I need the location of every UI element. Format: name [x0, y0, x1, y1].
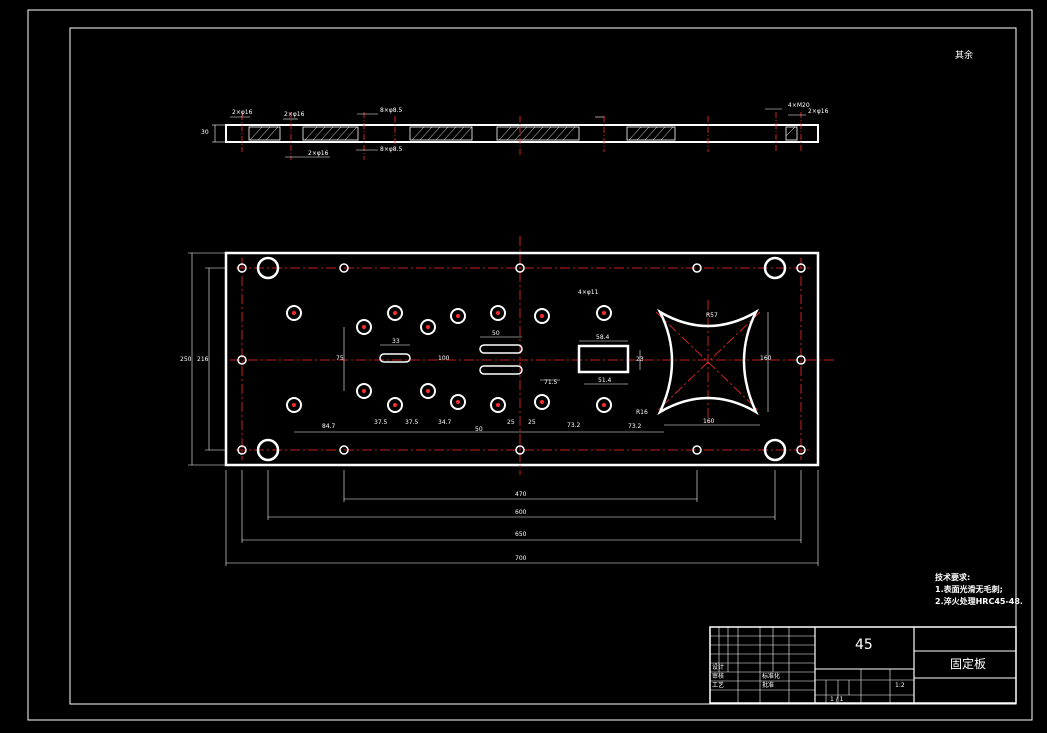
dim-holes-span-2: 600 — [515, 509, 527, 516]
dim-bottom-1: 37.5 — [374, 419, 388, 426]
section-dim-mid-1: 8×φ8.5 — [380, 107, 403, 114]
dim-bottom-9: 160 — [703, 418, 715, 425]
dim-cross-height: 160 — [760, 355, 772, 362]
section-dim-mid-2: 8×φ8.5 — [380, 146, 403, 153]
title-row-label-1: 审核 — [712, 673, 725, 680]
sheet-number-label: 1 / 1 — [830, 696, 844, 703]
hole-centers — [292, 311, 606, 407]
part-name-label: 固定板 — [950, 657, 987, 671]
dim-offset-x: 71.5 — [544, 379, 558, 386]
section-dim-left-3: 2×φ16 — [308, 150, 329, 157]
material-label: 45 — [855, 637, 873, 653]
dim-holes-span-3: 470 — [515, 491, 527, 498]
section-thickness-label: 30 — [201, 129, 209, 136]
title-row-label-0: 设计 — [712, 664, 725, 671]
section-dim-left-1: 2×φ16 — [232, 109, 253, 116]
dimension-lines — [188, 252, 819, 566]
dim-rect-height: 23 — [636, 356, 644, 363]
dim-slot-length: 50 — [492, 330, 500, 337]
plan-view — [188, 236, 835, 566]
small-holes — [237, 263, 806, 455]
dim-inner-height: 216 — [197, 356, 209, 363]
hatching — [249, 126, 796, 141]
dim-rect-width-bottom: 51.4 — [598, 377, 612, 384]
dim-corner-radius: R16 — [636, 409, 648, 416]
dim-bottom-8: 73.2 — [628, 423, 642, 430]
plate-outline — [224, 251, 820, 467]
dim-cross-radius: R57 — [706, 312, 718, 319]
dim-small-note: 4×φ11 — [578, 289, 599, 296]
tech-req-item-2: 2.淬火处理HRC45-48. — [935, 597, 1023, 606]
dim-bottom-6: 25 — [528, 419, 536, 426]
dim-holes-span-1: 650 — [515, 531, 527, 538]
dim-bottom-2: 37.5 — [405, 419, 419, 426]
medium-holes — [286, 305, 612, 413]
title-row-label-4: 批准 — [762, 682, 775, 689]
dim-bottom-0: 84.7 — [322, 423, 336, 430]
section-dim-left-2: 2×φ16 — [284, 111, 305, 118]
tech-req-item-1: 1.表面光滑无毛刺; — [935, 585, 1003, 594]
title-row-label-3: 标准化 — [762, 673, 781, 680]
corner-note: 其余 — [955, 51, 974, 61]
dim-bottom-7: 73.2 — [567, 422, 581, 429]
section-view — [212, 108, 819, 160]
outer-border — [27, 9, 1033, 721]
cross-cutout — [657, 308, 759, 416]
dim-side-v: 75 — [336, 355, 344, 362]
dim-slot-small: 33 — [392, 338, 400, 345]
section-dim-right-1: 4×M20 — [788, 102, 810, 109]
tech-req-heading: 技术要求: — [935, 573, 971, 582]
dim-bottom-4: 50 — [475, 426, 483, 433]
section-dim-right-2: 2×φ16 — [808, 108, 829, 115]
dim-bottom-3: 34.7 — [438, 419, 452, 426]
corner-holes — [256, 256, 787, 462]
dim-rect-width-top: 58.4 — [596, 334, 610, 341]
scale-label: 1:2 — [895, 682, 905, 689]
dim-overall-length: 700 — [515, 555, 527, 562]
dim-bottom-5: 25 — [507, 419, 515, 426]
title-block — [709, 626, 1017, 704]
title-row-label-2: 工艺 — [712, 682, 725, 689]
dim-side-v2: 100 — [438, 355, 450, 362]
slots — [379, 344, 630, 375]
dim-overall-height: 250 — [180, 356, 192, 363]
inner-border — [69, 27, 1017, 705]
